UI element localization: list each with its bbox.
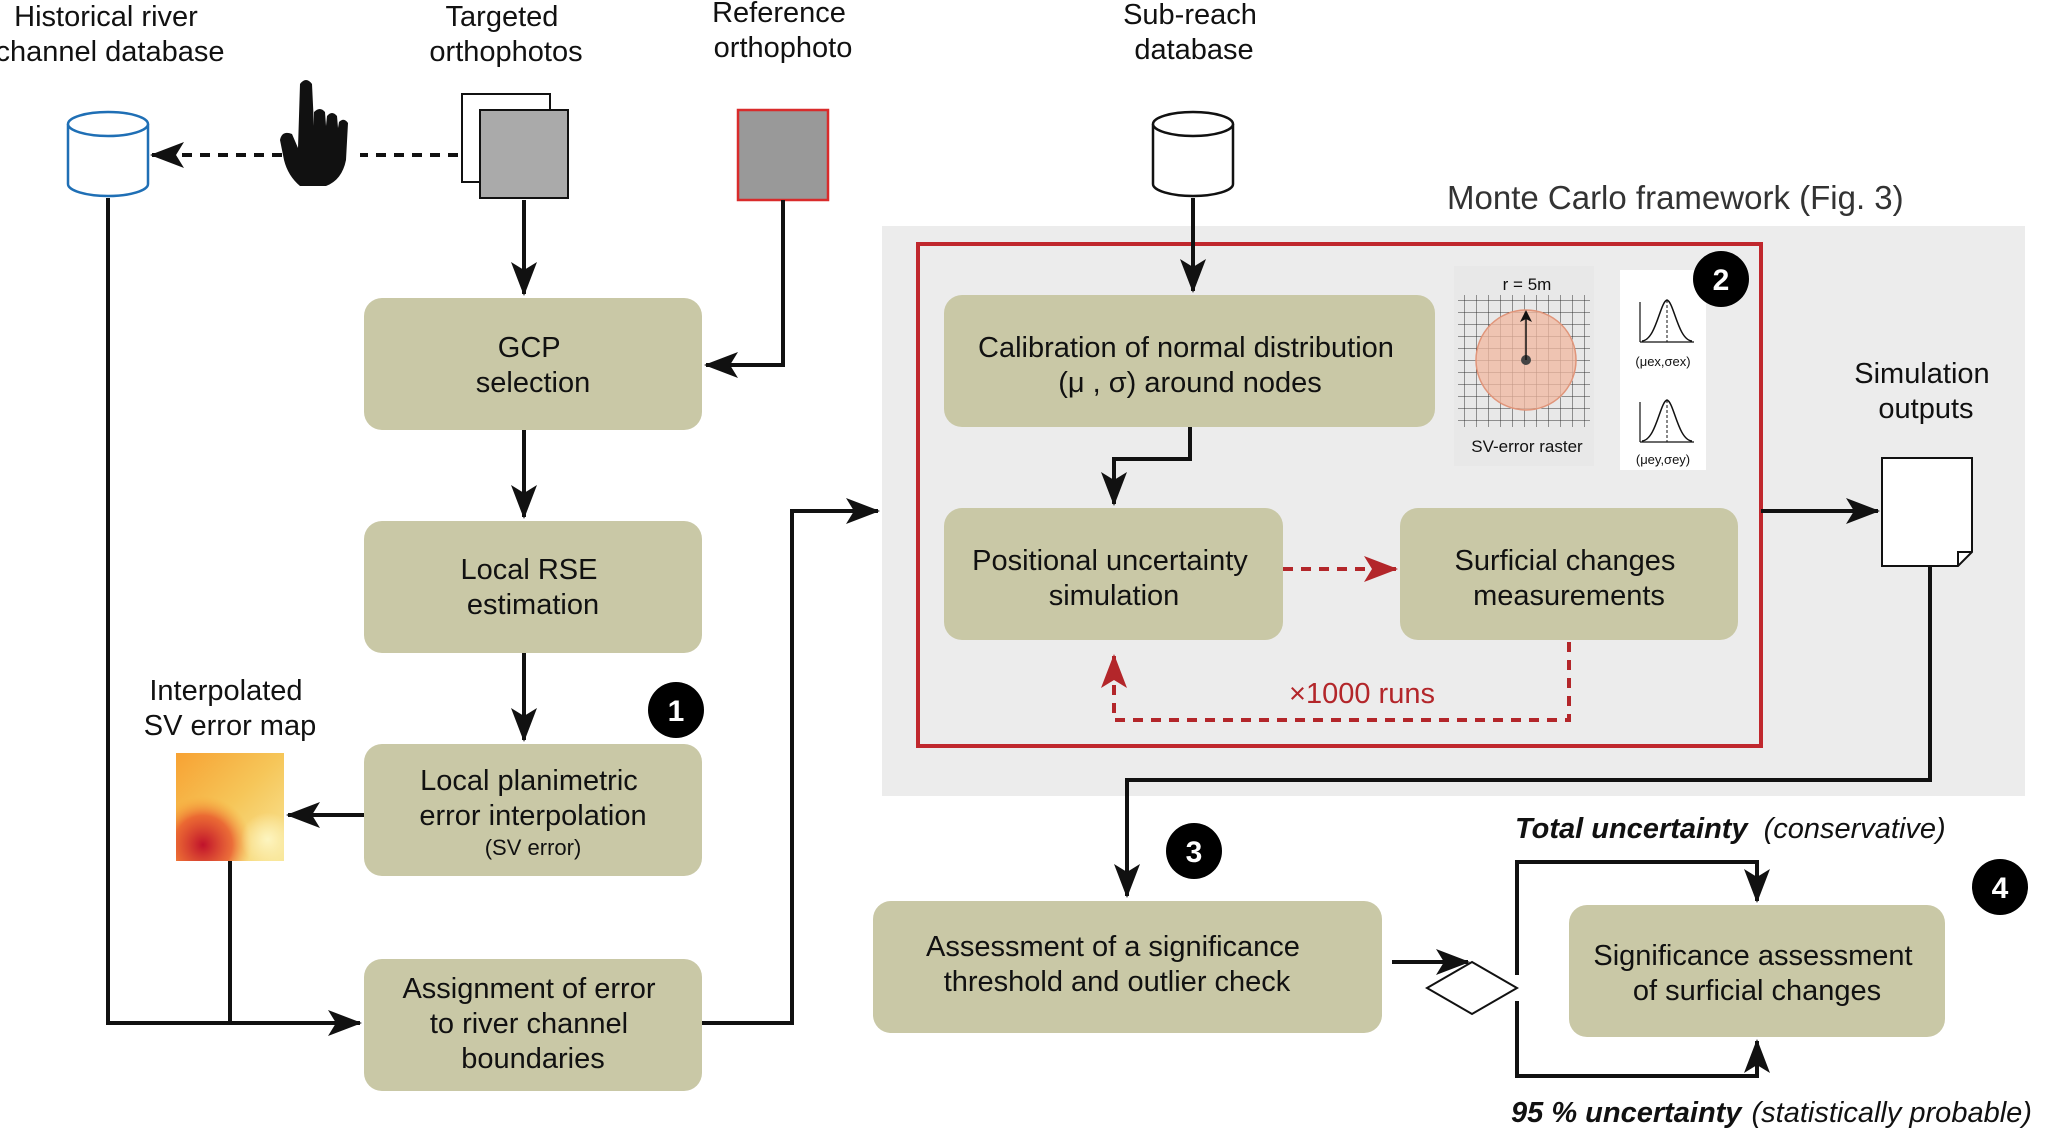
hand-pointer-icon	[280, 80, 348, 186]
sv-error-map-image	[176, 753, 284, 861]
reference-orthophoto-icon	[736, 108, 830, 202]
reference-ortho-label: Reference orthophoto	[712, 0, 854, 64]
svg-text:GCP selection: GCP selection	[476, 332, 590, 399]
arrow	[704, 200, 785, 378]
total-uncertainty-label: Total uncertainty(conservative)	[1515, 813, 1946, 845]
step-badge-4: 4	[1972, 859, 2028, 915]
svg-text:Assignment of error to r: Assignment of error to river channel bou…	[402, 973, 663, 1075]
svg-text:Calibration of normal distribu: Calibration of normal distribution (μ , …	[978, 332, 1402, 399]
svg-text:1: 1	[668, 695, 685, 728]
historical-db-label: Historical river channel database	[0, 1, 224, 68]
svg-text:Local planimetric error: Local planimetric error interpolation	[419, 765, 646, 832]
monte-carlo-frame	[916, 242, 1763, 748]
svg-text:Surficial changes measur: Surficial changes measurements	[1455, 545, 1684, 612]
targeted-ortho-label: Targeted orthophotos	[429, 1, 582, 68]
subreach-db-label: Sub-reach database	[1123, 0, 1265, 66]
sv-error-raster-inset: r = 5m SV-error raster	[1454, 266, 1594, 466]
distribution-inset: (μex,σex) (μey,σey)	[1620, 270, 1706, 470]
arrow	[1114, 566, 1932, 898]
svg-text:(μex,σex): (μex,σex)	[1635, 354, 1690, 369]
red-loop-arrow	[1101, 642, 1571, 722]
arrow	[1101, 427, 1192, 506]
step-badge-1: 1	[648, 682, 704, 738]
planimetric-box: Local planimetric error interpolation (S…	[364, 744, 702, 876]
monte-carlo-title: Monte Carlo framework (Fig. 3)	[1447, 179, 1904, 216]
positional-box: Positional uncertainty simulation	[944, 508, 1283, 640]
svg-text:Positional uncertainty s: Positional uncertainty simulation	[972, 545, 1256, 612]
svg-text:Assessment of a significance: Assessment of a significance threshold a…	[926, 931, 1308, 998]
pct-uncertainty-label: 95 % uncertainty(statistically probable)	[1511, 1097, 2032, 1129]
svg-text:Local RSE estimation: Local RSE estimation	[460, 554, 605, 621]
decision-diamond-icon	[1425, 960, 1519, 1016]
surficial-box: Surficial changes measurements	[1400, 508, 1738, 640]
svg-text:(μey,σey): (μey,σey)	[1636, 452, 1690, 467]
arrow	[106, 198, 362, 1036]
svg-text:2: 2	[1713, 264, 1730, 297]
local-rse-box: Local RSE estimation	[364, 521, 702, 653]
sv-map-label: Interpolated SV error map	[144, 675, 316, 742]
database-icon	[1151, 110, 1235, 198]
runs-label: ×1000 runs	[1289, 678, 1435, 710]
svg-text:3: 3	[1186, 836, 1203, 869]
svg-text:SV-error raster: SV-error raster	[1471, 437, 1583, 456]
arrow	[1515, 860, 1770, 975]
orthophoto-stack-icon	[461, 93, 569, 199]
gcp-selection-box: GCP selection	[364, 298, 702, 430]
svg-text:4: 4	[1992, 872, 2009, 905]
database-icon	[66, 110, 150, 198]
step-badge-3: 3	[1166, 823, 1222, 879]
simulation-outputs-label: Simulation outputs	[1854, 358, 1997, 425]
svg-text:(SV error): (SV error)	[485, 835, 582, 860]
svg-text:r = 5m: r = 5m	[1503, 275, 1552, 294]
assignment-box: Assignment of error to river channel bou…	[364, 959, 702, 1091]
document-icon	[1881, 457, 1973, 567]
arrow	[702, 498, 880, 1025]
arrow	[1515, 1001, 1770, 1078]
step-badge-2: 2	[1693, 251, 1749, 307]
svg-text:Significance assessment: Significance assessment of surficial cha…	[1593, 940, 1920, 1007]
calibration-box: Calibration of normal distribution (μ , …	[944, 295, 1435, 427]
significance-box: Significance assessment of surficial cha…	[1569, 905, 1945, 1037]
threshold-box: Assessment of a significance threshold a…	[873, 901, 1382, 1033]
